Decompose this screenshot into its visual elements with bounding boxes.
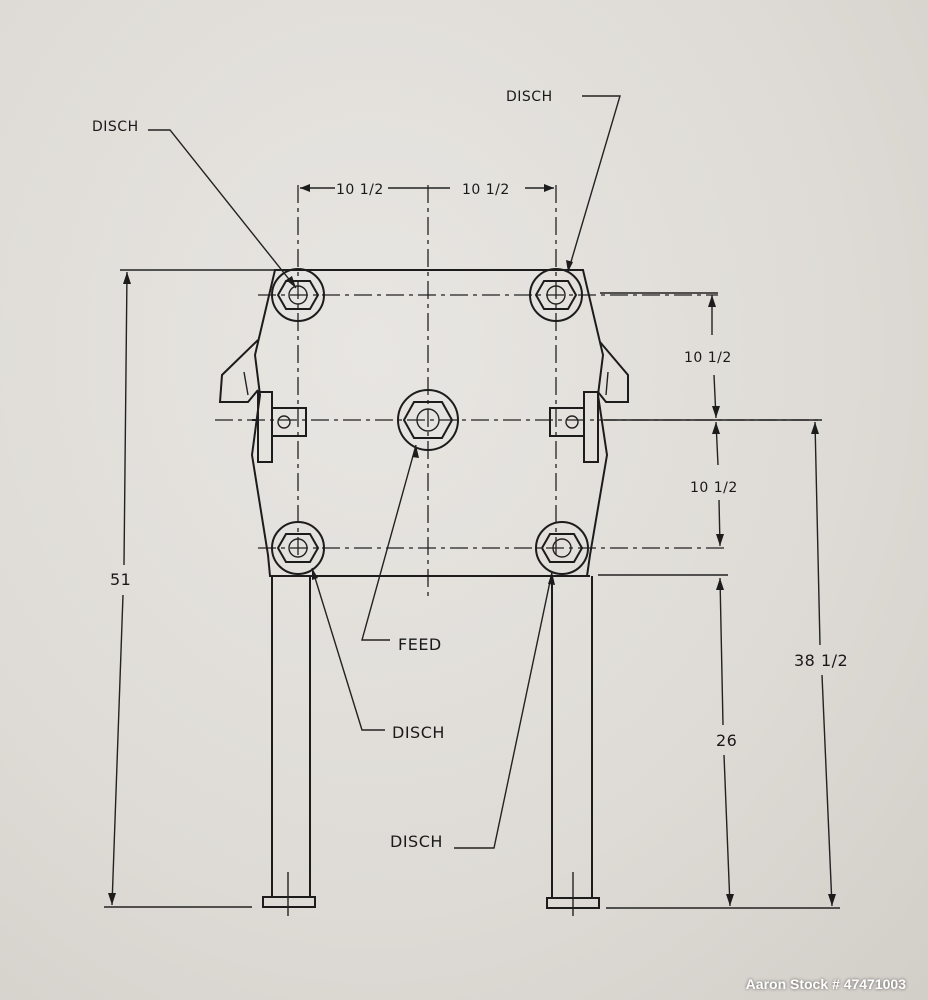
leader-disch-bottom-left: DISCH <box>311 567 445 742</box>
dim-overall-height: 51 <box>104 269 290 908</box>
right-handle <box>597 341 629 403</box>
port-bottom-right <box>535 521 589 575</box>
dim-leg-height-text: 26 <box>716 731 737 750</box>
dim-top-right-text: 10 1/2 <box>462 182 510 198</box>
right-leg <box>546 576 600 916</box>
label-disch-top-right: DISCH <box>506 89 553 105</box>
left-handle <box>218 339 259 403</box>
centerlines <box>215 185 820 600</box>
filter-plate-body <box>250 269 609 577</box>
dim-right-lower-text: 10 1/2 <box>690 480 738 496</box>
port-feed <box>397 389 459 451</box>
left-leg <box>262 576 316 916</box>
dim-leg-height: 26 <box>598 574 737 907</box>
dim-right-stack: 10 1/2 10 1/2 <box>600 292 738 547</box>
leader-disch-top-left: DISCH <box>92 119 297 289</box>
label-disch-top-left: DISCH <box>92 119 139 135</box>
leader-disch-top-right: DISCH <box>506 89 621 273</box>
label-disch-bottom-left: DISCH <box>392 723 445 742</box>
watermark: Aaron Stock # 47471003 <box>745 976 906 992</box>
dim-right-upper-text: 10 1/2 <box>684 350 732 366</box>
dim-top-left-text: 10 1/2 <box>336 182 384 198</box>
leader-disch-bottom-right: DISCH <box>390 571 555 851</box>
dim-center-height: 38 1/2 <box>604 419 848 909</box>
label-feed: FEED <box>398 635 442 654</box>
port-top-left <box>271 268 325 322</box>
port-bottom-left <box>271 521 325 575</box>
port-top-right <box>529 268 583 322</box>
dim-center-height-text: 38 1/2 <box>794 651 848 670</box>
dim-top-horizontal: 10 1/2 10 1/2 <box>300 182 554 198</box>
right-bracket <box>549 391 599 463</box>
left-bracket <box>252 391 307 463</box>
leader-feed: FEED <box>361 444 442 654</box>
label-disch-bottom-right: DISCH <box>390 832 443 851</box>
dim-overall-height-text: 51 <box>110 570 131 589</box>
